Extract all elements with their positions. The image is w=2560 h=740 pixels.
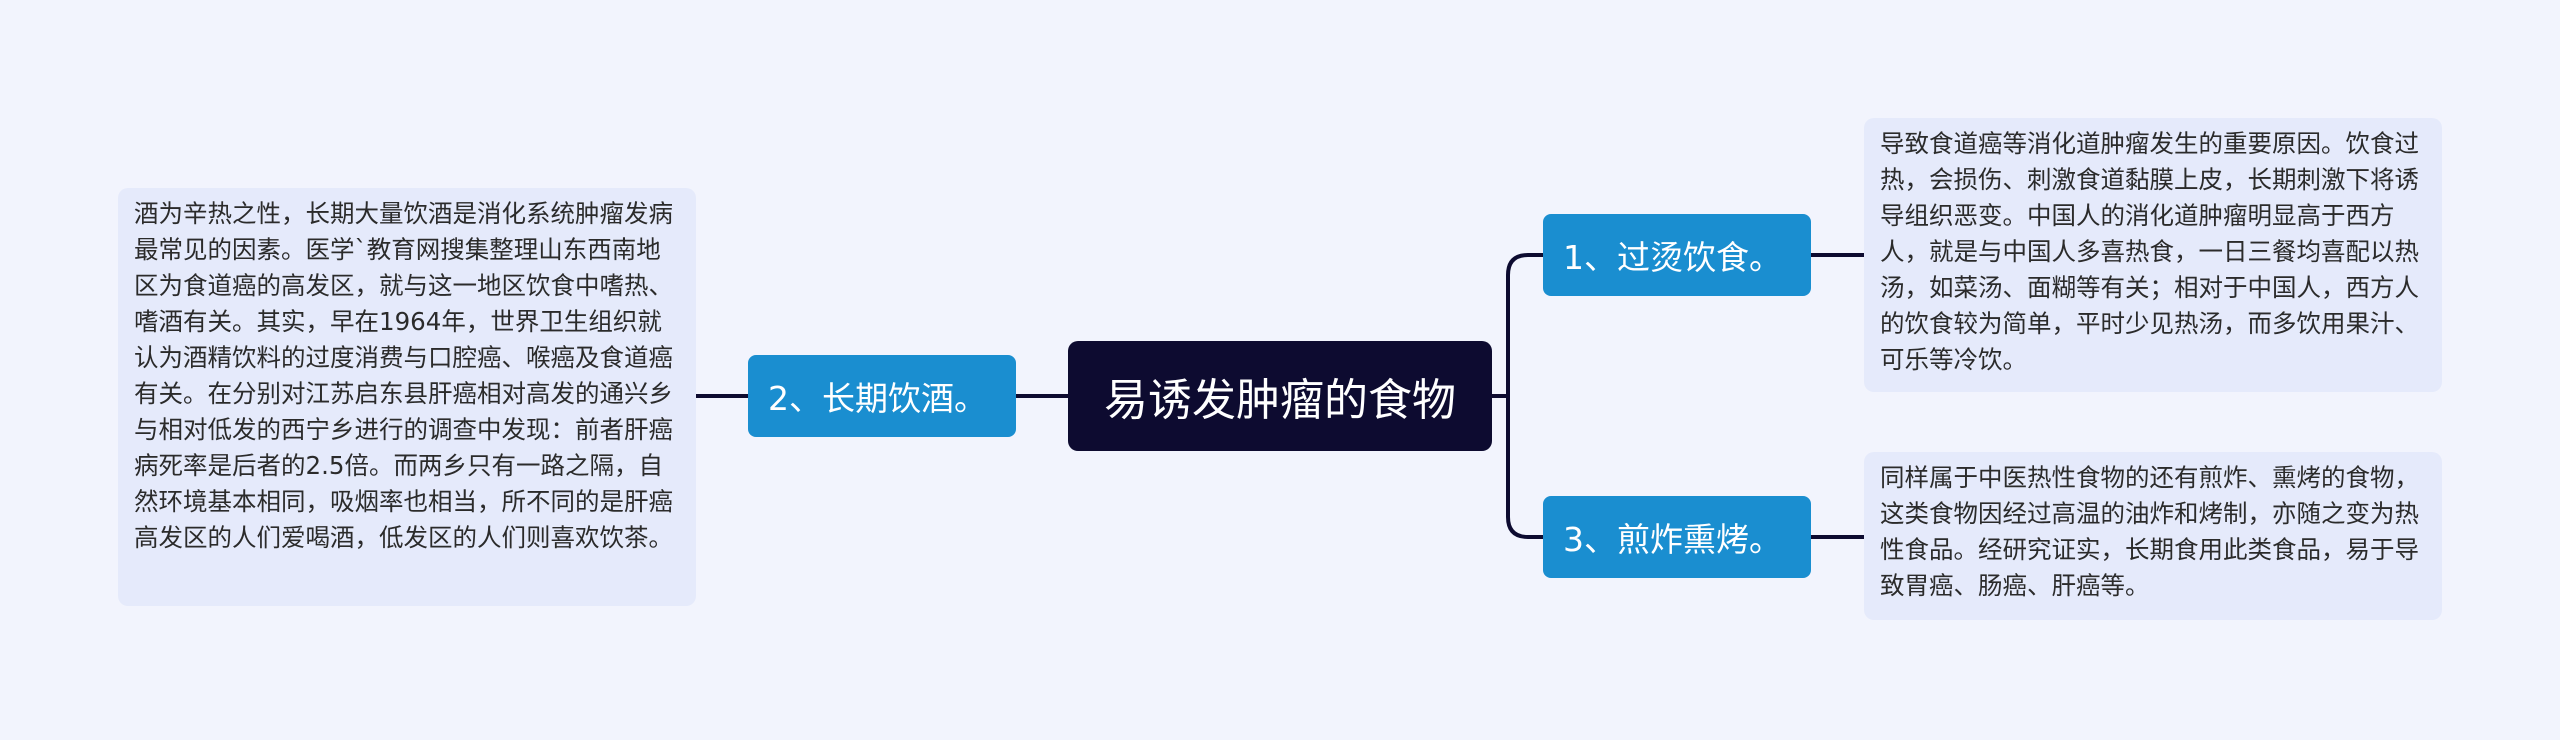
root-topic-label: 易诱发肿瘤的食物 [1104,375,1456,426]
branch-topic-2-label: 2、长期饮酒。 [768,379,987,418]
detail-note-3-text: 同样属于中医热性食物的还有煎炸、熏烤的食物，这类食物因经过高温的油炸和烤制，亦随… [1880,463,2419,600]
detail-note-2[interactable]: 酒为辛热之性，长期大量饮酒是消化系统肿瘤发病最常见的因素。医学`教育网搜集整理山… [118,188,696,606]
branch-topic-1[interactable]: 1、过烫饮食。 [1543,214,1811,296]
connector-root-branch-3 [1506,394,1545,539]
root-topic[interactable]: 易诱发肿瘤的食物 [1068,341,1492,451]
branch-topic-1-label: 1、过烫饮食。 [1563,238,1782,277]
branch-topic-3-label: 3、煎炸熏烤。 [1563,520,1782,559]
detail-note-2-text: 酒为辛热之性，长期大量饮酒是消化系统肿瘤发病最常见的因素。医学`教育网搜集整理山… [134,199,673,552]
connector-root-branch-1 [1490,253,1545,398]
branch-topic-3[interactable]: 3、煎炸熏烤。 [1543,496,1811,578]
detail-note-1[interactable]: 导致食道癌等消化道肿瘤发生的重要原因。饮食过热，会损伤、刺激食道黏膜上皮，长期刺… [1864,118,2442,392]
detail-note-1-text: 导致食道癌等消化道肿瘤发生的重要原因。饮食过热，会损伤、刺激食道黏膜上皮，长期刺… [1880,129,2419,374]
branch-topic-2[interactable]: 2、长期饮酒。 [748,355,1016,437]
detail-note-3[interactable]: 同样属于中医热性食物的还有煎炸、熏烤的食物，这类食物因经过高温的油炸和烤制，亦随… [1864,452,2442,620]
